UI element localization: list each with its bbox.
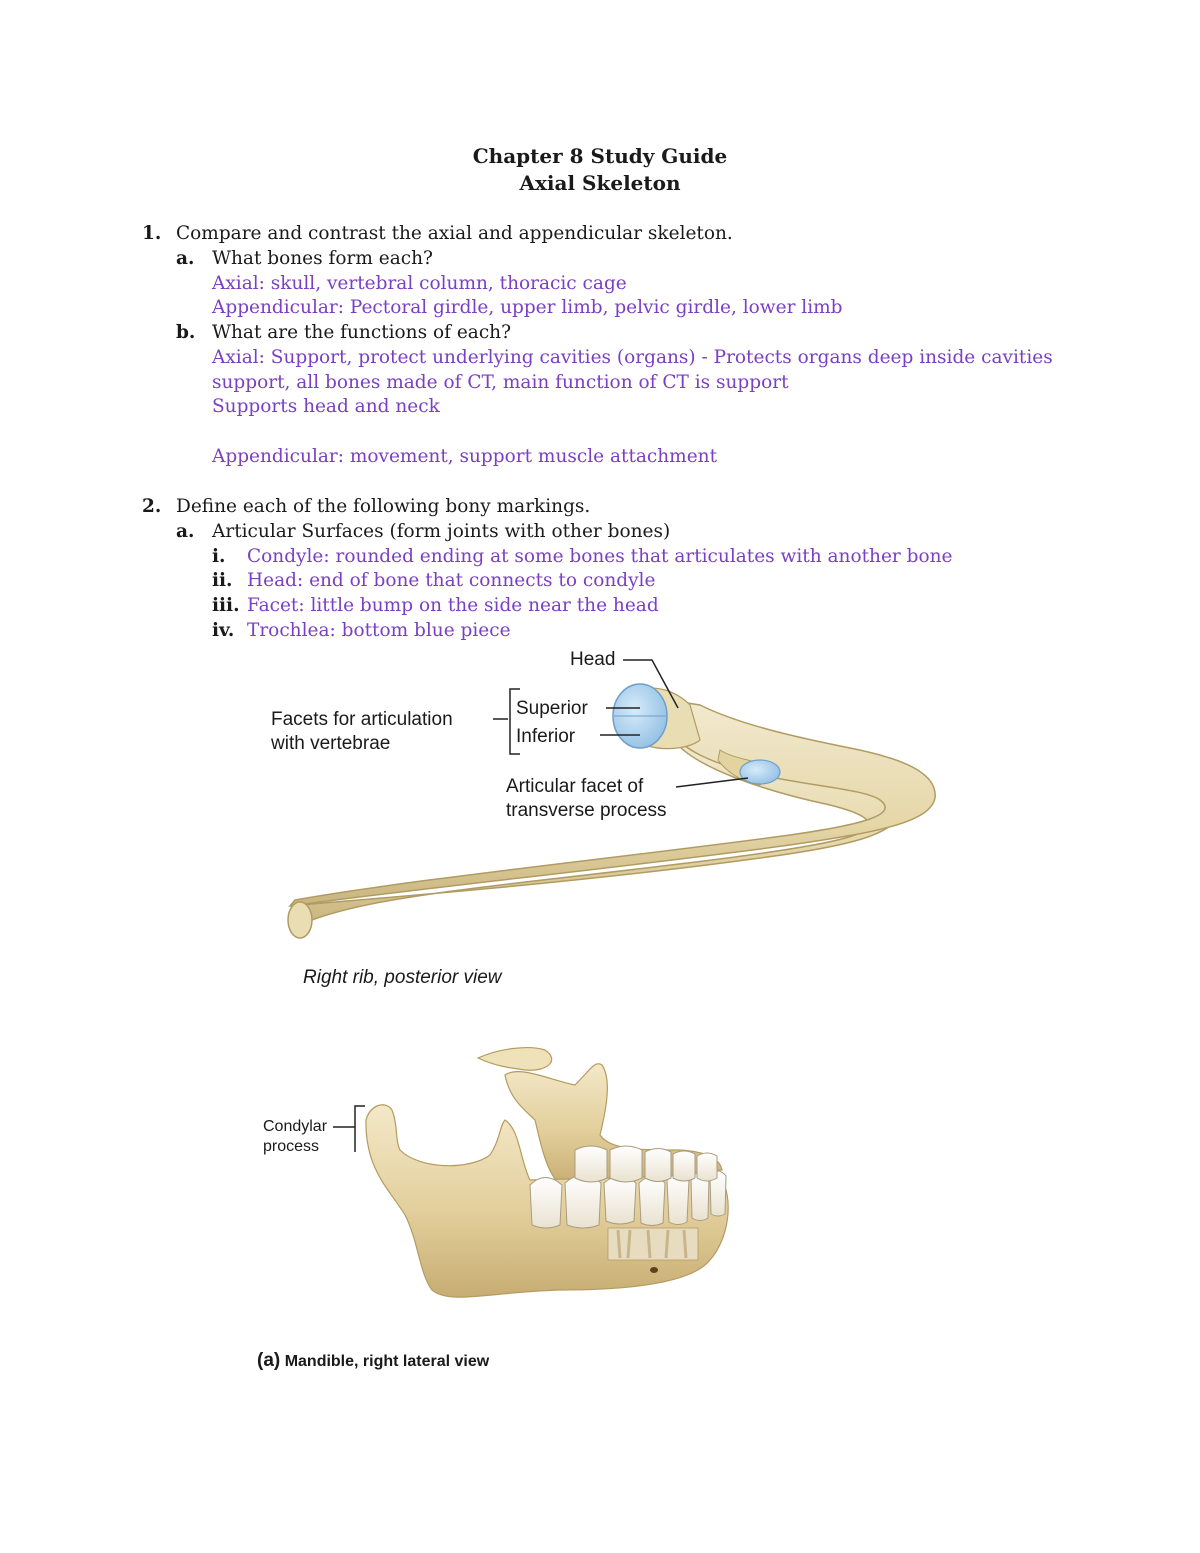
transverse-leader-line <box>675 777 749 788</box>
q2a-item-label-3: iii. <box>212 595 240 616</box>
q2a-item-3: Facet: little bump on the side near the … <box>247 595 659 616</box>
q2a-item-label-2: ii. <box>212 570 233 591</box>
rib-transverse-facet <box>739 759 781 785</box>
label-superior: Superior <box>516 698 588 719</box>
label-inferior: Inferior <box>516 726 576 747</box>
label-facets-line1: Facets for articulation <box>271 709 453 730</box>
mandible-caption-text: Mandible, right lateral view <box>284 1353 490 1370</box>
facets-bracket <box>493 688 520 755</box>
q2a-item-4: Trochlea: bottom blue piece <box>247 620 511 641</box>
q2a-text: Articular Surfaces (form joints with oth… <box>212 521 671 542</box>
q1b-text: What are the functions of each? <box>212 322 512 343</box>
label-condylar-line2: process <box>263 1138 320 1155</box>
head-leader-line <box>623 659 679 709</box>
q2-text: Define each of the following bony markin… <box>176 496 591 517</box>
rib-caption: Right rib, posterior view <box>303 967 502 988</box>
label-facets-line2: with vertebrae <box>271 733 391 754</box>
q1b-answer-3: Supports head and neck <box>212 396 440 417</box>
page-title: Chapter 8 Study Guide <box>472 144 728 168</box>
label-transverse-line2: transverse process <box>506 800 667 821</box>
q1b-label: b. <box>176 322 196 343</box>
label-condylar-line1: Condylar <box>263 1118 328 1135</box>
q1b-answer-4: Appendicular: movement, support muscle a… <box>212 446 718 467</box>
q1a-answer-1: Axial: skull, vertebral column, thoracic… <box>212 273 627 294</box>
q2-number: 2. <box>142 496 162 517</box>
q1a-label: a. <box>176 248 195 269</box>
q1b-answer-1: Axial: Support, protect underlying cavit… <box>212 347 1053 368</box>
q2a-item-2: Head: end of bone that connects to condy… <box>247 570 656 591</box>
rib-sternal-end <box>287 901 313 939</box>
q1a-text: What bones form each? <box>212 248 433 269</box>
q1a-answer-2: Appendicular: Pectoral girdle, upper lim… <box>212 297 843 318</box>
q2a-label: a. <box>176 521 195 542</box>
upper-teeth <box>574 1145 718 1183</box>
page-subtitle: Axial Skeleton <box>519 171 681 195</box>
mandible-caption: (a) Mandible, right lateral view <box>257 1350 489 1372</box>
mental-foramen <box>650 1267 658 1273</box>
q1b-answer-2: support, all bones made of CT, main func… <box>212 372 789 393</box>
q2a-item-1: Condyle: rounded ending at some bones th… <box>247 546 953 567</box>
label-transverse-line1: Articular facet of <box>506 776 644 797</box>
condylar-bracket <box>333 1105 365 1152</box>
q2a-item-label-1: i. <box>212 546 226 567</box>
q1-number: 1. <box>142 223 162 244</box>
temporal-bone-fragment <box>476 1047 553 1071</box>
root-lines <box>616 1229 688 1259</box>
label-head: Head <box>570 649 616 670</box>
rib-shaft-body <box>288 699 936 908</box>
mandible-caption-letter: (a) <box>257 1350 281 1371</box>
q2a-item-label-4: iv. <box>212 620 235 641</box>
q1-text: Compare and contrast the axial and appen… <box>176 223 733 244</box>
